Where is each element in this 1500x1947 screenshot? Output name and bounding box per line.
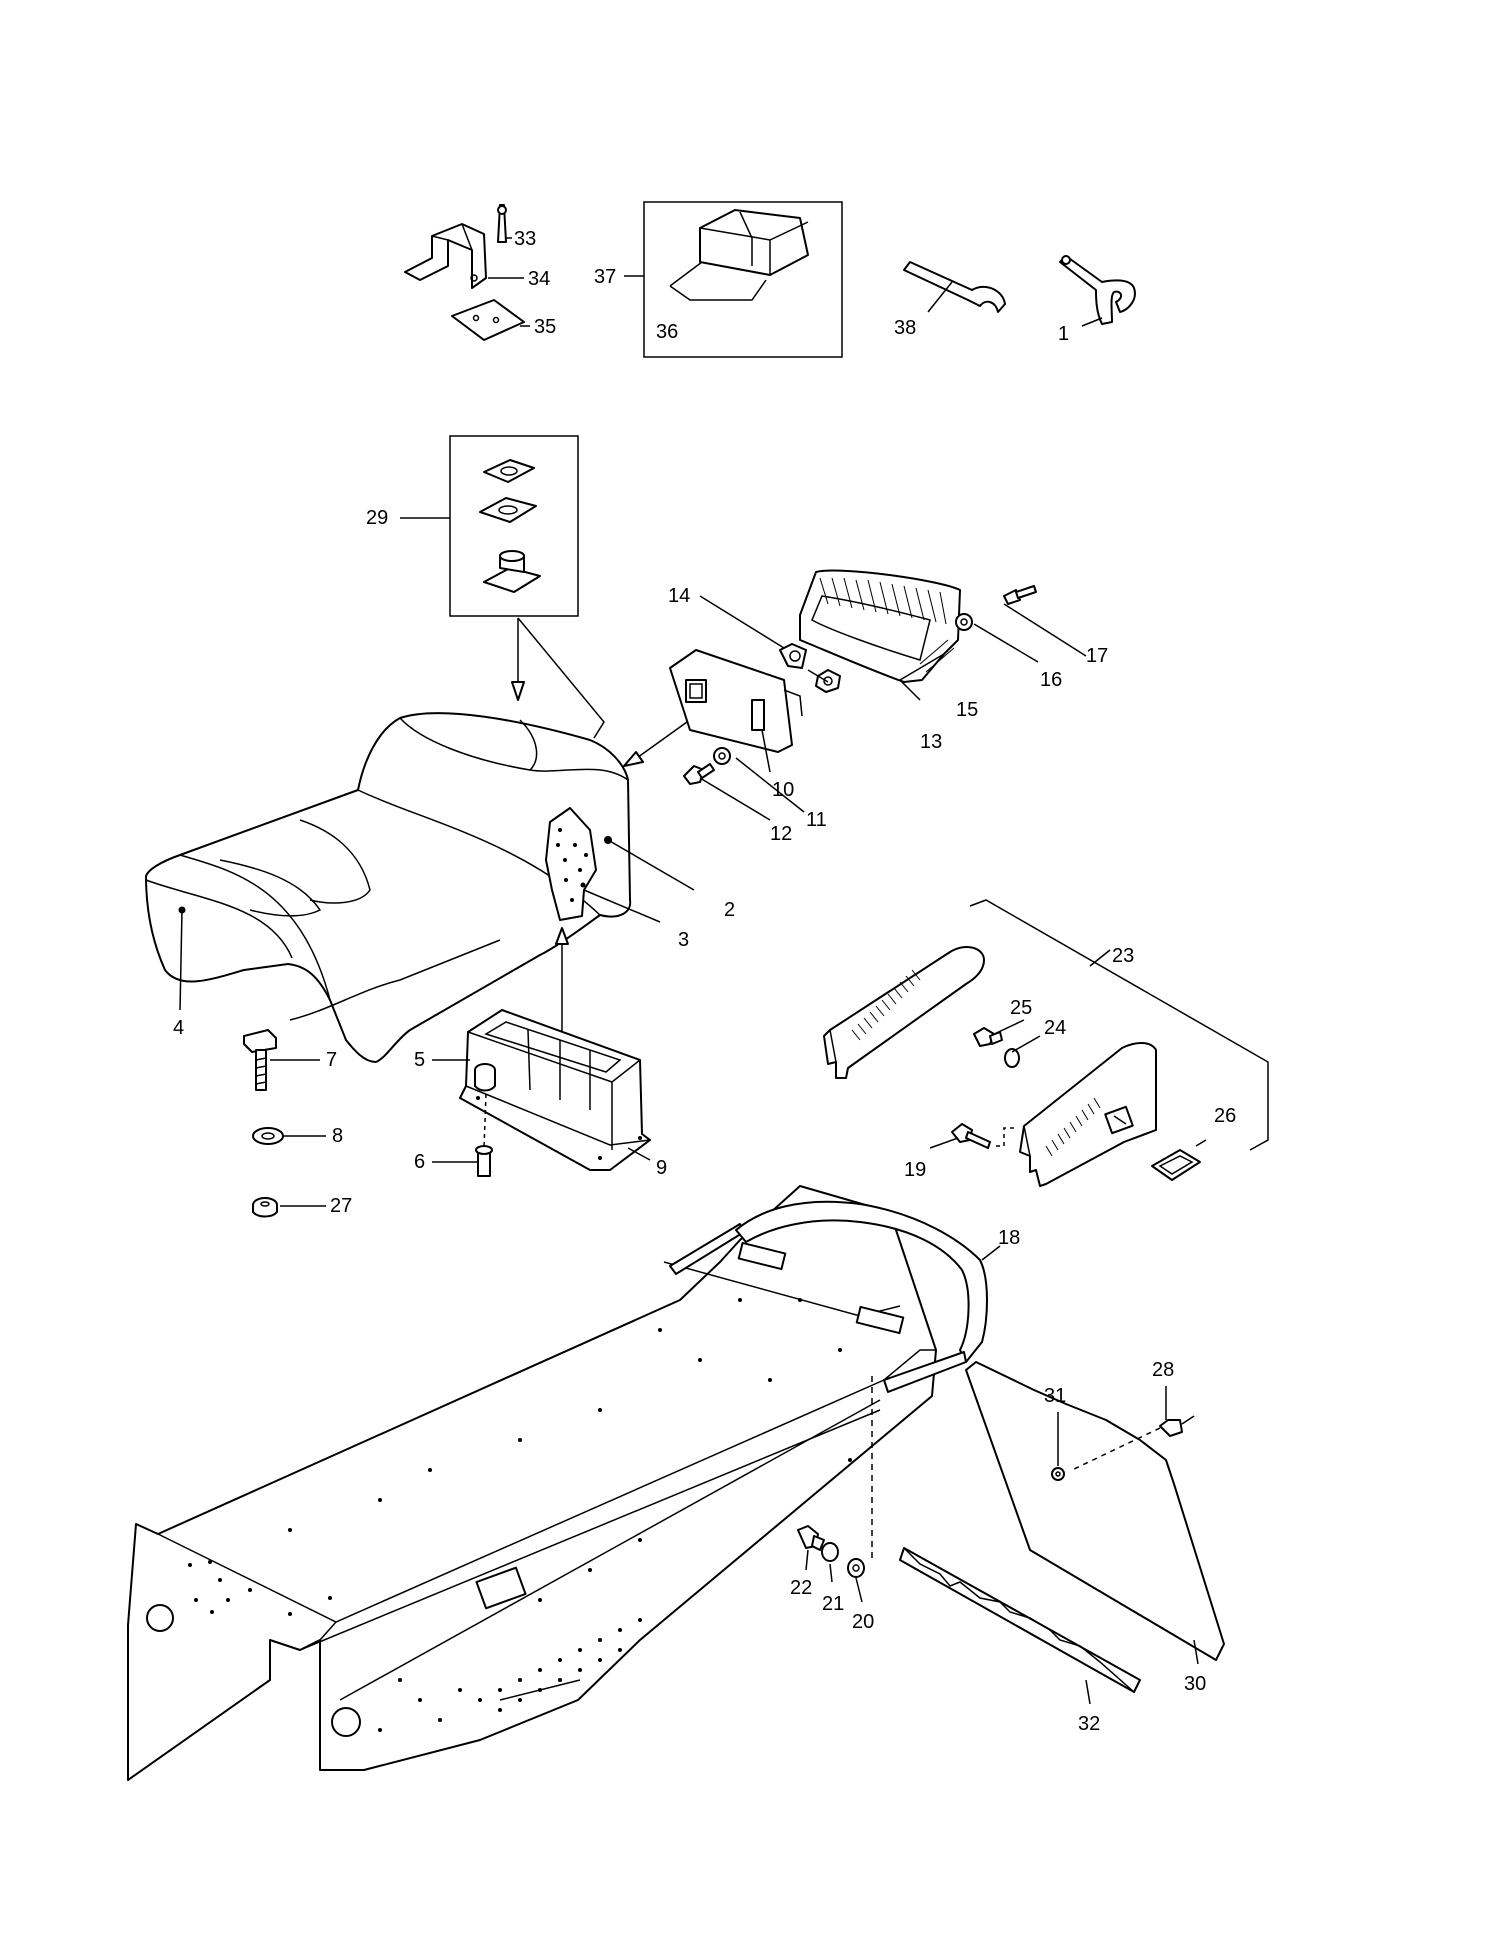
callout-33: 33 xyxy=(514,228,536,250)
callout-11: 11 xyxy=(806,809,827,831)
part-tail-light-lens xyxy=(799,569,961,683)
callout-13: 13 xyxy=(920,731,942,753)
callout-32: 32 xyxy=(1078,1713,1100,1735)
callout-5: 5 xyxy=(414,1049,425,1071)
callout-22: 22 xyxy=(790,1577,812,1599)
callout-28: 28 xyxy=(1152,1359,1174,1381)
part-seat xyxy=(145,712,632,1063)
part-washer-16 xyxy=(955,613,973,631)
callout-9: 9 xyxy=(656,1157,667,1179)
callout-31: 31 xyxy=(1044,1385,1066,1407)
callout-8: 8 xyxy=(332,1125,343,1147)
callout-labels: 1 2 3 4 5 6 7 8 9 10 11 12 13 14 15 16 1… xyxy=(173,228,1236,1735)
callout-leaders xyxy=(179,237,1207,1705)
callout-37: 37 xyxy=(594,266,616,288)
callout-10: 10 xyxy=(772,779,794,801)
part-side-covers-23 xyxy=(823,899,1269,1187)
part-bracket-group xyxy=(404,204,525,341)
callout-21: 21 xyxy=(822,1593,844,1615)
part-nut-8 xyxy=(252,1127,284,1145)
part-kit-box xyxy=(643,201,843,358)
part-t-bolt-7 xyxy=(243,1029,277,1091)
callout-18: 18 xyxy=(998,1227,1020,1249)
part-nut-27 xyxy=(252,1197,278,1218)
callout-12: 12 xyxy=(770,823,792,845)
callout-14: 14 xyxy=(668,585,690,607)
callout-36: 36 xyxy=(656,321,678,343)
part-nut-13 xyxy=(815,669,841,693)
part-snow-flap-30 xyxy=(965,1361,1225,1661)
callout-6: 6 xyxy=(414,1151,425,1173)
part-storage-box-9 xyxy=(459,1009,651,1177)
part-spanner-1 xyxy=(1059,255,1136,325)
callout-17: 17 xyxy=(1086,645,1108,667)
callout-3: 3 xyxy=(678,929,689,951)
callout-19: 19 xyxy=(904,1159,926,1181)
part-bulb-14 xyxy=(779,643,807,669)
callout-38: 38 xyxy=(894,317,916,339)
callout-27: 27 xyxy=(330,1195,352,1217)
callout-29: 29 xyxy=(366,507,388,529)
callout-34: 34 xyxy=(528,268,550,290)
callout-24: 24 xyxy=(1044,1017,1066,1039)
callout-1: 1 xyxy=(1058,323,1069,345)
part-tunnel xyxy=(127,1185,988,1781)
callout-26: 26 xyxy=(1214,1105,1236,1127)
callout-16: 16 xyxy=(1040,669,1062,691)
part-spanner-38 xyxy=(903,261,1006,313)
callout-23: 23 xyxy=(1112,945,1134,967)
part-screw-17 xyxy=(1003,585,1037,605)
part-tail-light-housing xyxy=(669,649,803,753)
callout-25: 25 xyxy=(1010,997,1032,1019)
callout-2: 2 xyxy=(724,899,735,921)
callout-15: 15 xyxy=(956,699,978,721)
callout-4: 4 xyxy=(173,1017,184,1039)
part-guard-32 xyxy=(899,1547,1141,1693)
callout-35: 35 xyxy=(534,316,556,338)
callout-20: 20 xyxy=(852,1611,874,1633)
callout-7: 7 xyxy=(326,1049,337,1071)
part-washer-11 xyxy=(713,747,731,765)
callout-30: 30 xyxy=(1184,1673,1206,1695)
part-bolt-12 xyxy=(683,763,715,785)
part-hardware-box-29 xyxy=(449,435,605,739)
